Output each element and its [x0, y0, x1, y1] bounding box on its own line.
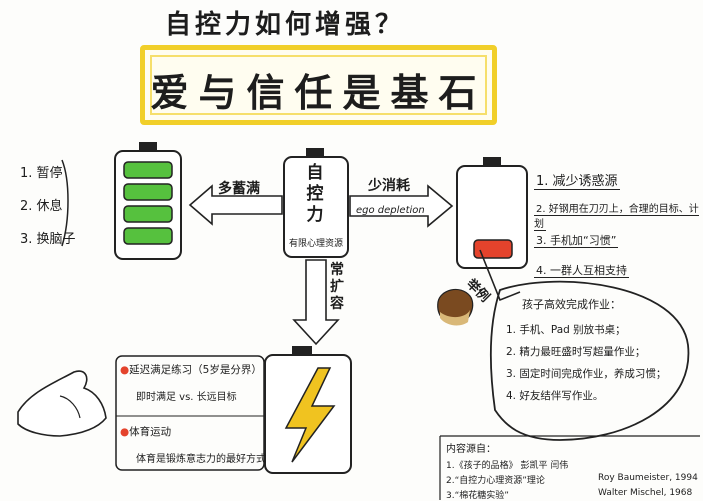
- example-title: 孩子高效完成作业：: [522, 298, 621, 311]
- arrow-right-shape: [349, 184, 454, 228]
- banner-inner-border: [150, 55, 487, 115]
- source-author: Walter Mischel, 1968: [598, 488, 693, 498]
- grow-item-sub: 体育是锻炼意志力的最好方式: [136, 454, 266, 465]
- source-item: 1.《孩子的品格》 彭凯平 闫伟: [446, 461, 569, 471]
- left-list-item: 2. 休息: [20, 199, 63, 214]
- grow-item-title: ●体育运动: [120, 426, 172, 438]
- grow-item-title: ●延迟满足练习（5岁是分界）: [120, 364, 262, 376]
- example-item: 2. 精力最旺盛时写超量作业；: [506, 346, 646, 358]
- banner: 爱与信任是基石: [140, 45, 497, 125]
- bullet-icon: ●: [120, 364, 130, 376]
- source-author: Roy Baumeister, 1994: [598, 473, 698, 483]
- left-battery-icon: [114, 142, 182, 260]
- arrow-left-label: 多蓄满: [218, 181, 260, 197]
- right-list-item: 3. 手机加“习惯”: [534, 234, 619, 248]
- banner-text: 爱与信任是基石: [150, 71, 487, 115]
- center-battery-icon: [283, 148, 349, 258]
- grow-item-sub: 即时满足 vs. 长远目标: [136, 392, 237, 403]
- center-battery-sub: 有限心理资源: [288, 239, 343, 249]
- arrow-left-shape: [188, 184, 283, 226]
- example-item: 1. 手机、Pad 别放书桌；: [506, 324, 626, 336]
- grow-list-box: [115, 355, 265, 471]
- right-battery-icon: [456, 157, 528, 269]
- example-item: 3. 固定时间完成作业，养成习惯；: [506, 368, 667, 380]
- muscle-arm-icon: [17, 370, 107, 437]
- bullet-icon: ●: [120, 426, 130, 438]
- arrow-down-label: 常扩容: [330, 262, 344, 312]
- arrow-down-shape: [292, 259, 340, 346]
- arrow-right-sub: ego depletion: [356, 205, 425, 216]
- chestnut-icon: [437, 288, 474, 326]
- left-list-item: 1. 暂停: [20, 166, 63, 181]
- right-list-item: 2. 好钢用在刀刃上，合理的目标、计划: [534, 204, 699, 231]
- arrow-right-label: 少消耗: [368, 178, 410, 194]
- page-title: 自控力如何增强？: [165, 10, 406, 40]
- example-bubble-shape: [489, 280, 690, 441]
- source-item: 3.“棉花糖实验”: [446, 491, 509, 501]
- sources-title: 内容源自：: [446, 444, 496, 455]
- left-list-item: 3. 换脑子: [20, 232, 76, 247]
- source-item: 2.“自控力心理资源”理论: [446, 476, 545, 486]
- right-list-item: 4. 一群人互相支持: [534, 264, 629, 278]
- center-battery-label: 自控力: [306, 163, 324, 225]
- example-item: 4. 好友结伴写作业。: [506, 390, 604, 402]
- right-list-item: 1. 减少诱惑源: [534, 174, 620, 190]
- bolt-battery-icon: [264, 346, 352, 474]
- lightning-bolt-shape: [284, 367, 336, 463]
